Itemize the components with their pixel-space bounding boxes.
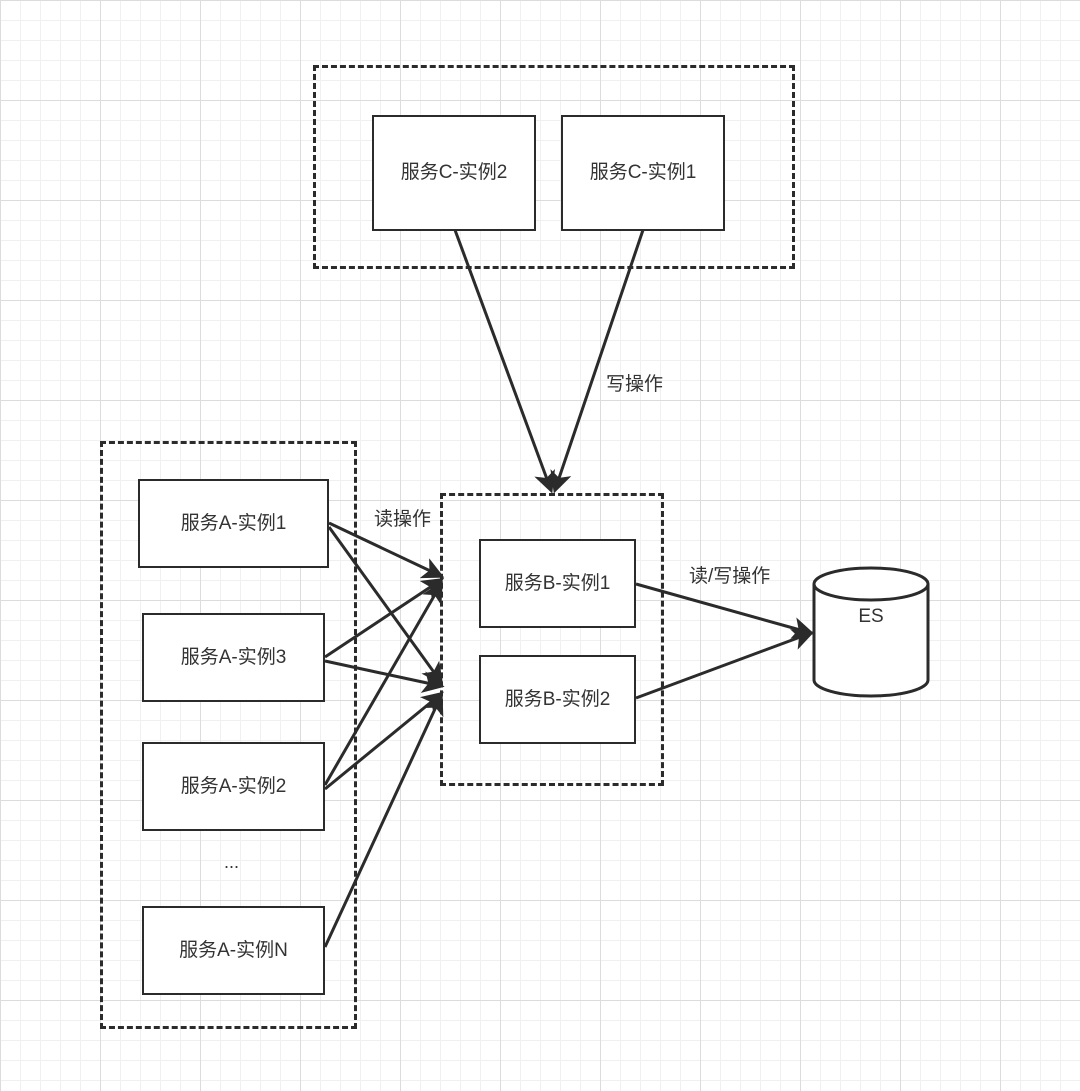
es-database-icon [812, 566, 930, 698]
edge-label-read: 读操作 [374, 509, 432, 530]
edge-b1-to-es [635, 582, 815, 639]
edge-a3-to-b1 [324, 577, 445, 659]
node-service-b-instance-2[interactable]: 服务B-实例2 [479, 655, 636, 744]
node-label: 服务B-实例1 [504, 572, 611, 594]
service-b-group [440, 493, 664, 786]
node-service-a-instance-3[interactable]: 服务A-实例3 [142, 613, 325, 702]
node-service-b-instance-1[interactable]: 服务B-实例1 [479, 539, 636, 628]
edge-b2-to-es [635, 629, 815, 700]
edge-a1-to-b1 [328, 521, 445, 579]
edge-an-to-b2 [323, 692, 444, 948]
node-label: 服务A-实例2 [180, 775, 287, 797]
edge-c1-to-b [550, 229, 645, 494]
es-database-label: ES [858, 606, 884, 627]
edge-a1-to-b2 [327, 526, 444, 685]
node-service-c-instance-2[interactable]: 服务C-实例2 [372, 115, 536, 231]
node-service-a-instance-n[interactable]: 服务A-实例N [142, 906, 325, 995]
node-service-a-instance-1[interactable]: 服务A-实例1 [138, 479, 329, 568]
node-service-a-instance-2[interactable]: 服务A-实例2 [142, 742, 325, 831]
node-label: 服务A-实例N [179, 939, 288, 961]
node-label: 服务C-实例1 [589, 162, 697, 183]
edge-a2-to-b1 [323, 580, 443, 786]
node-service-c-instance-1[interactable]: 服务C-实例1 [561, 115, 725, 231]
more-instances-ellipsis: ... [224, 852, 240, 872]
node-label: 服务A-实例3 [180, 646, 287, 668]
edge-label-read-write: 读/写操作 [689, 566, 771, 587]
node-label: 服务B-实例2 [504, 688, 611, 710]
service-c-group [313, 65, 795, 269]
edge-label-write: 写操作 [606, 374, 664, 395]
edge-c2-to-b [453, 229, 555, 494]
edge-a3-to-b2 [324, 659, 445, 693]
edge-a2-to-b2 [324, 691, 444, 791]
node-label: 服务A-实例1 [180, 512, 287, 534]
node-label: 服务C-实例2 [400, 162, 508, 183]
